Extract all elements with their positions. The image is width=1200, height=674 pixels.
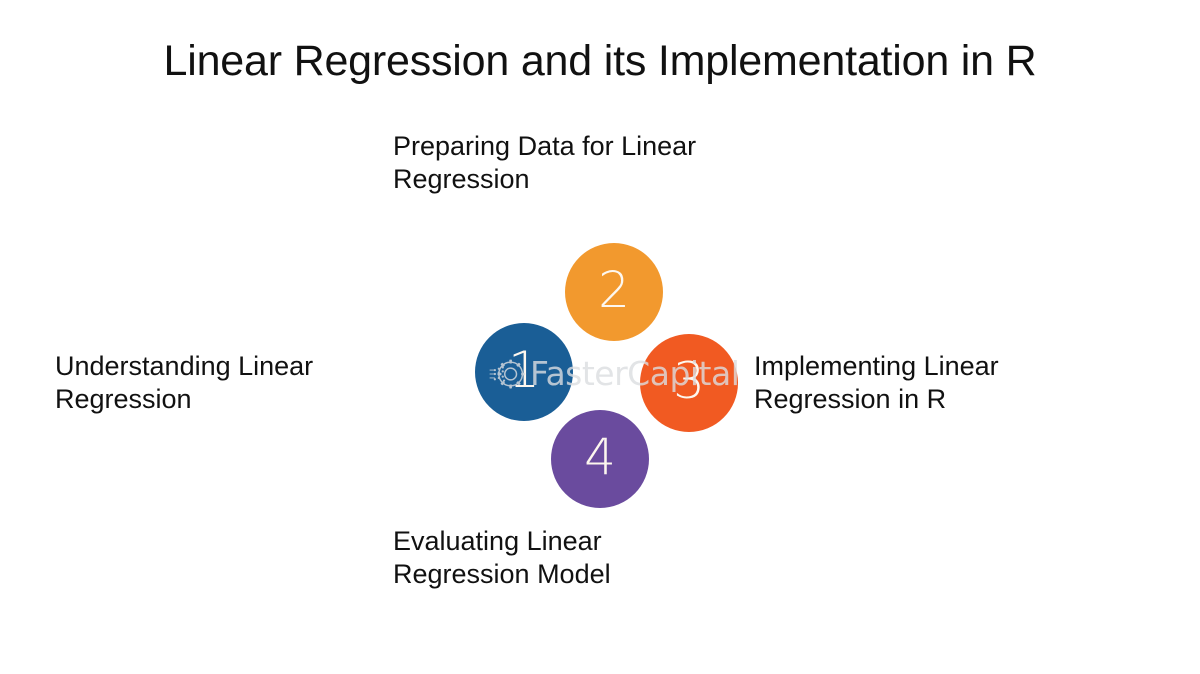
diagram-node-2[interactable]: 2 — [565, 243, 663, 341]
diagram-node-1-number: 1 — [508, 341, 540, 399]
diagram-node-3-number: 3 — [673, 352, 705, 410]
diagram-node-1-label: Understanding Linear Regression — [55, 351, 314, 414]
diagram-node-3-label: Implementing Linear Regression in R — [754, 351, 999, 414]
diagram-node-4-number: 4 — [584, 428, 616, 486]
diagram-node-4-label: Evaluating Linear Regression Model — [393, 526, 611, 589]
diagram-node-2-number: 2 — [598, 261, 630, 319]
diagram-node-3[interactable]: 3 — [640, 334, 738, 432]
page-title: Linear Regression and its Implementation… — [163, 36, 1037, 85]
diagram-node-4[interactable]: 4 — [551, 410, 649, 508]
diagram-node-2-label: Preparing Data for Linear Regression — [393, 131, 697, 194]
diagram-node-1[interactable]: 1 — [475, 323, 573, 421]
